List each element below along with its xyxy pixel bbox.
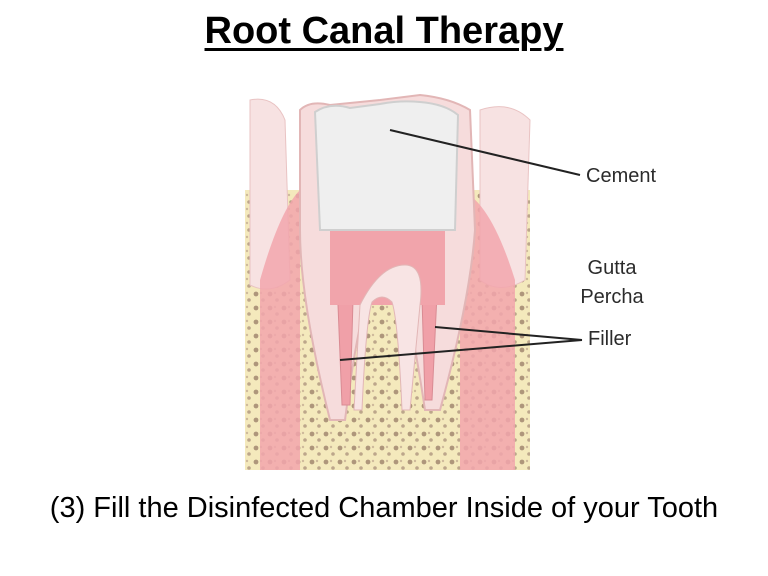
- tooth-diagram: Cement Gutta Percha Filler: [245, 93, 656, 470]
- percha-label: Percha: [580, 286, 644, 308]
- gum-right: [460, 190, 515, 470]
- gum-left: [260, 190, 300, 470]
- cement-crown: [313, 100, 460, 231]
- dentin-arch: [353, 264, 422, 411]
- filler-label: Filler: [588, 328, 632, 350]
- filler-leader-line-top: [434, 326, 583, 341]
- step-caption: (3) Fill the Disinfected Chamber Inside …: [49, 492, 719, 524]
- filler-leader-line-bottom: [339, 339, 583, 361]
- page-title: Root Canal Therapy: [204, 10, 564, 52]
- cement-label: Cement: [586, 165, 656, 187]
- cement-leader-line: [389, 129, 581, 176]
- gutta-label: Gutta: [588, 257, 638, 279]
